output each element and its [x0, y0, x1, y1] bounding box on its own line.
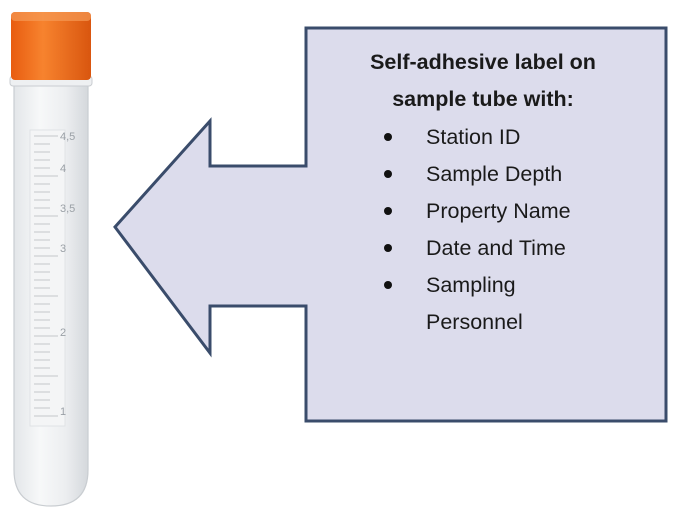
list-item: Property Name [318, 193, 648, 230]
tube-scale-label [29, 129, 66, 427]
callout-title-line-2: sample tube with: [392, 87, 574, 111]
list-item: Station ID [318, 119, 648, 156]
list-item-sample-depth: Sample Depth [426, 162, 563, 186]
list-item-sampling: Sampling [426, 273, 516, 297]
list-item-property-name: Property Name [426, 199, 571, 223]
bullet-icon [384, 170, 392, 178]
list-item-station-id: Station ID [426, 125, 521, 149]
callout-title: Self-adhesive label on sample tube with: [318, 44, 648, 118]
bullet-icon [384, 207, 392, 215]
scale-label-4: 4 [60, 163, 66, 175]
callout-title-line-1: Self-adhesive label on [370, 50, 596, 74]
scale-label-3: 3 [60, 243, 66, 255]
list-item-personnel: Personnel [426, 310, 523, 334]
list-item-date-time: Date and Time [426, 236, 566, 260]
callout-arrow-box [113, 26, 668, 423]
tube-cap [11, 12, 91, 80]
list-item: Date and Time [318, 230, 648, 267]
bullet-icon [384, 281, 392, 289]
scale-label-3-5: 3,5 [60, 203, 75, 215]
list-item: Sample Depth [318, 156, 648, 193]
tube-scale-ticks [34, 135, 58, 417]
scale-label-4-5: 4,5 [60, 131, 75, 143]
callout-list: Station ID Sample Depth Property Name Da… [318, 119, 648, 341]
tube-scale-numbers: 4,5 4 3,5 3 2 1 [60, 131, 75, 418]
scale-label-2: 2 [60, 327, 66, 339]
sample-tube: 4,5 4 3,5 3 2 1 [9, 12, 93, 507]
bullet-icon [384, 133, 392, 141]
callout-text: Self-adhesive label on sample tube with:… [318, 44, 648, 341]
scale-label-1: 1 [60, 406, 66, 418]
bullet-icon [384, 244, 392, 252]
